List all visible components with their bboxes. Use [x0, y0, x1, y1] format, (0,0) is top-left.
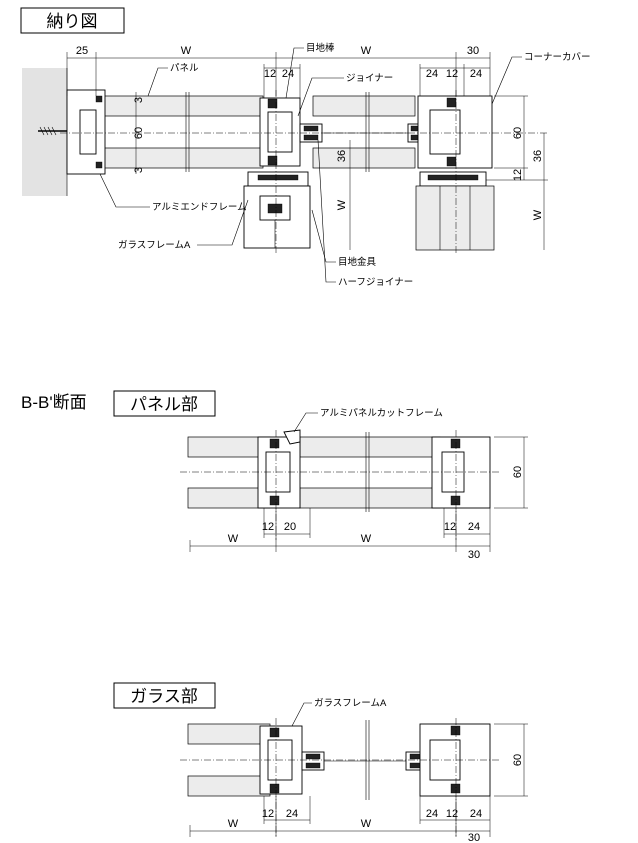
dim-60: 60 — [512, 466, 524, 478]
glass-frame-a — [243, 171, 311, 249]
bottom-dimension — [189, 723, 528, 837]
section-title: パネル部 — [130, 395, 198, 414]
panel-lower-1 — [187, 775, 271, 797]
panel-lower-2 — [299, 487, 441, 509]
break-marks — [365, 432, 370, 512]
corner-frame — [405, 723, 491, 797]
panel-lower-2 — [312, 147, 416, 169]
label-glass-frame-a: ガラスフレームA — [118, 240, 191, 251]
top-dimension — [66, 52, 491, 98]
corner-frame — [431, 436, 491, 509]
section-title-box — [20, 7, 125, 34]
leader-cut-frame — [293, 412, 318, 433]
dim-24-a: 24 — [282, 68, 294, 80]
dim-24: 24 — [468, 521, 480, 533]
label-half-joiner: ハーフジョイナー — [338, 277, 413, 288]
panel-upper-2 — [312, 95, 416, 117]
joiner — [259, 97, 301, 167]
dim-60-right: 60 — [512, 127, 524, 139]
cut-frame — [257, 429, 301, 509]
dim-60: 60 — [512, 754, 524, 766]
leaders-top — [99, 47, 522, 283]
dim-12-a: 12 — [264, 68, 276, 80]
panel-upper-1 — [187, 723, 271, 745]
dim-24-c: 24 — [470, 68, 482, 80]
dim-30: 30 — [467, 45, 479, 57]
dim-12-right: 12 — [512, 169, 524, 181]
leader-glass-frame — [291, 702, 312, 727]
dim-12-b: 12 — [444, 521, 456, 533]
dim-24-a: 24 — [286, 808, 298, 820]
bottom-dimension — [189, 436, 528, 552]
label-joint-fitting: 目地金具 — [338, 256, 377, 268]
dim-w-mid: W — [336, 199, 348, 210]
section-title-box — [113, 390, 216, 417]
label-panel: パネル — [170, 63, 199, 74]
dim-w-2: W — [361, 818, 372, 830]
dim-right-lines — [486, 95, 548, 250]
dim-w-2: W — [361, 533, 372, 545]
dim-12-b: 12 — [446, 808, 458, 820]
section-bb: B-B'断面 パネル部 — [21, 390, 528, 561]
dim-60-left: 60 — [133, 127, 145, 139]
break-marks — [185, 92, 370, 172]
dim-w-right: W — [532, 209, 544, 220]
dim-24-c: 24 — [470, 808, 482, 820]
section-title: 納り図 — [47, 12, 98, 31]
section-title-box — [113, 682, 216, 709]
dim-24-b: 24 — [426, 808, 438, 820]
label-corner-cover: コーナーカバー — [524, 52, 591, 63]
dim-24-b: 24 — [426, 68, 438, 80]
dim-w-2: W — [361, 45, 372, 57]
dim-w-1: W — [228, 818, 239, 830]
dim-12-b: 12 — [446, 68, 458, 80]
dim-w-1: W — [228, 533, 239, 545]
dim-36-mid: 36 — [336, 150, 348, 162]
section-glass: ガラス部 — [113, 682, 528, 843]
panel-upper-2 — [299, 436, 441, 458]
dim-3-bottom: 3 — [133, 167, 145, 173]
panel-upper-1 — [102, 95, 264, 117]
panel-lower-1 — [102, 147, 264, 169]
end-frame — [66, 89, 106, 175]
dim-3-top: 3 — [133, 97, 145, 103]
section-title: ガラス部 — [130, 687, 198, 706]
dim-25: 25 — [76, 45, 88, 57]
section-prefix: B-B'断面 — [21, 393, 87, 412]
dim-20: 20 — [284, 521, 296, 533]
section-top: 納り図 — [20, 7, 591, 288]
dim-12-a: 12 — [262, 808, 274, 820]
label-joint-bar: 目地棒 — [306, 42, 335, 54]
dim-30: 30 — [468, 832, 480, 843]
label-joiner: ジョイナー — [346, 73, 393, 84]
label-alumi-end-frame: アルミエンドフレーム — [152, 202, 247, 213]
dim-36-right: 36 — [532, 150, 544, 162]
label-alumi-panel-cut-frame: アルミパネルカットフレーム — [320, 408, 443, 419]
dim-12-a: 12 — [262, 521, 274, 533]
label-glass-frame-a: ガラスフレームA — [314, 698, 387, 709]
dim-30: 30 — [468, 549, 480, 561]
wall — [22, 68, 67, 196]
corner-lower-panel — [415, 171, 495, 251]
break-marks — [365, 720, 370, 800]
dim-w-1: W — [181, 45, 192, 57]
corner-frame — [417, 95, 493, 169]
